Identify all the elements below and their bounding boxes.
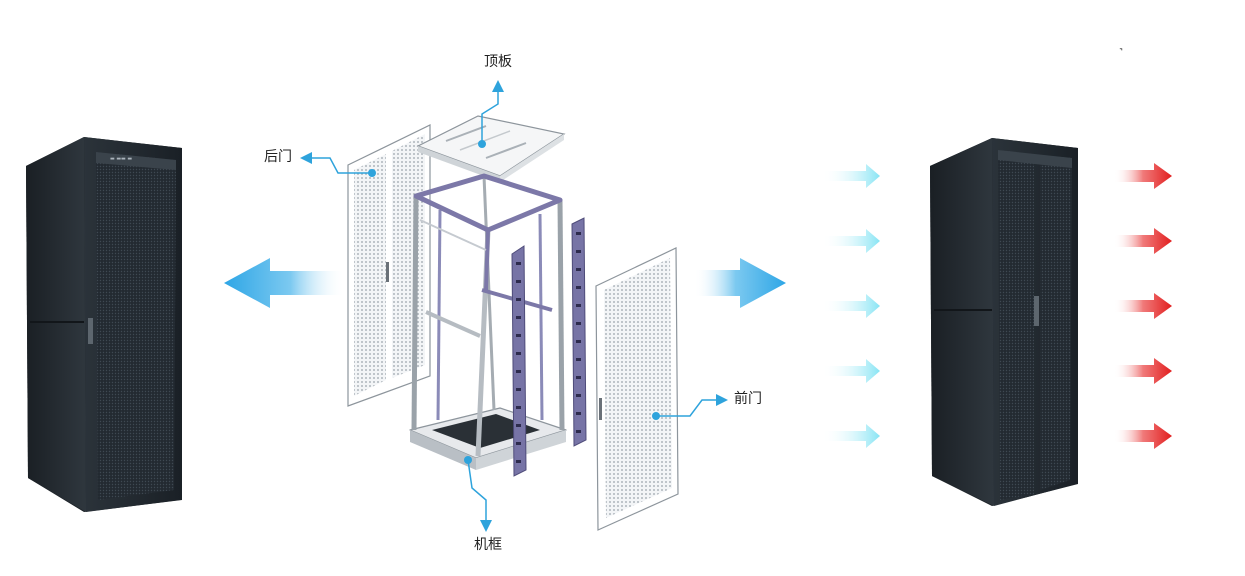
hot-air-arrow-icon [1114, 228, 1172, 254]
label-frame: 机框 [474, 537, 502, 553]
cool-air-arrow-icon [822, 359, 880, 383]
hot-air-arrow-icon [1114, 293, 1172, 319]
left-cabinet: ▬ ▬▬ ▬ [26, 137, 182, 512]
mounting-rail-rear [571, 217, 587, 447]
cool-air-arrow-icon [822, 424, 880, 448]
label-top-panel: 顶板 [484, 54, 512, 70]
corner-mark: ˺ [1119, 46, 1123, 60]
cool-air-arrow-icon [822, 164, 880, 188]
callout-rear-door [300, 152, 376, 177]
hot-air-arrow-icon [1114, 423, 1172, 449]
mounting-rail-front [511, 245, 527, 477]
top-panel [416, 115, 566, 182]
hot-air-arrow-icon [1114, 358, 1172, 384]
label-rear-door: 后门 [264, 149, 292, 165]
right-cabinet [930, 138, 1078, 506]
cool-air-arrows [822, 164, 880, 448]
callout-frame [464, 456, 492, 532]
label-front-door: 前门 [734, 391, 762, 407]
airflow-arrow-right-icon [694, 258, 786, 308]
cool-air-arrow-icon [822, 229, 880, 253]
exhaust-arrow-left-icon [224, 258, 345, 308]
callout-front-door [652, 394, 728, 420]
hot-air-arrows [1114, 163, 1172, 449]
hot-air-arrow-icon [1114, 163, 1172, 189]
svg-text:▬ ▬▬ ▬: ▬ ▬▬ ▬ [110, 156, 132, 162]
front-door [595, 247, 679, 531]
cabinet-frame [409, 173, 567, 470]
callout-top-panel [478, 80, 504, 148]
cool-air-arrow-icon [822, 294, 880, 318]
